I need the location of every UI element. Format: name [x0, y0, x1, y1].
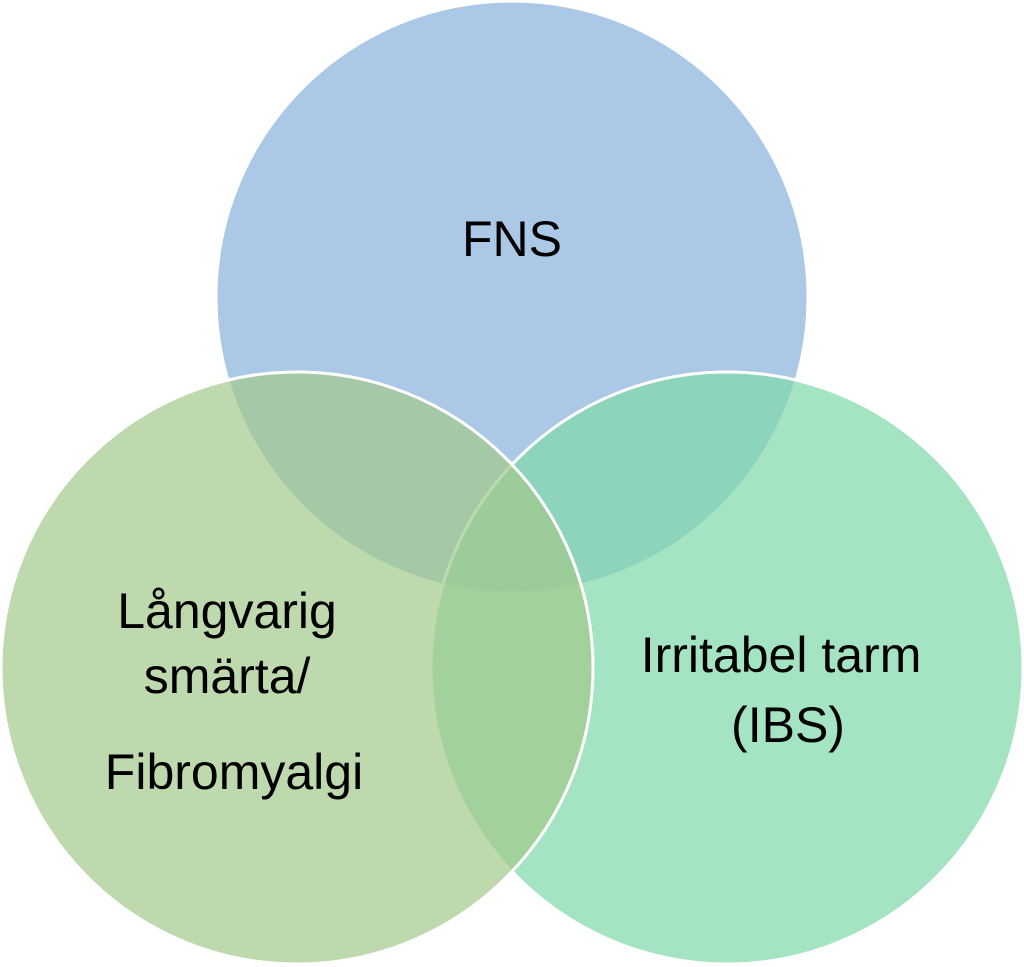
pain-label-line-3: Fibromyalgi	[105, 744, 363, 800]
fns-label-line-1: FNS	[462, 211, 562, 267]
ibs-label-line-1: Irritabel tarm	[641, 627, 922, 683]
labels-group: FNS Långvarig smärta/ Fibromyalgi Irrita…	[105, 211, 936, 800]
fns-label: FNS	[462, 211, 562, 267]
ibs-label: Irritabel tarm (IBS)	[641, 627, 936, 753]
pain-label-line-1: Långvarig	[117, 583, 337, 639]
pain-circle	[0, 370, 595, 966]
ibs-label-line-2: (IBS)	[731, 697, 845, 753]
pain-label: Långvarig smärta/ Fibromyalgi	[105, 583, 363, 800]
pain-label-line-2: smärta/	[144, 648, 311, 704]
